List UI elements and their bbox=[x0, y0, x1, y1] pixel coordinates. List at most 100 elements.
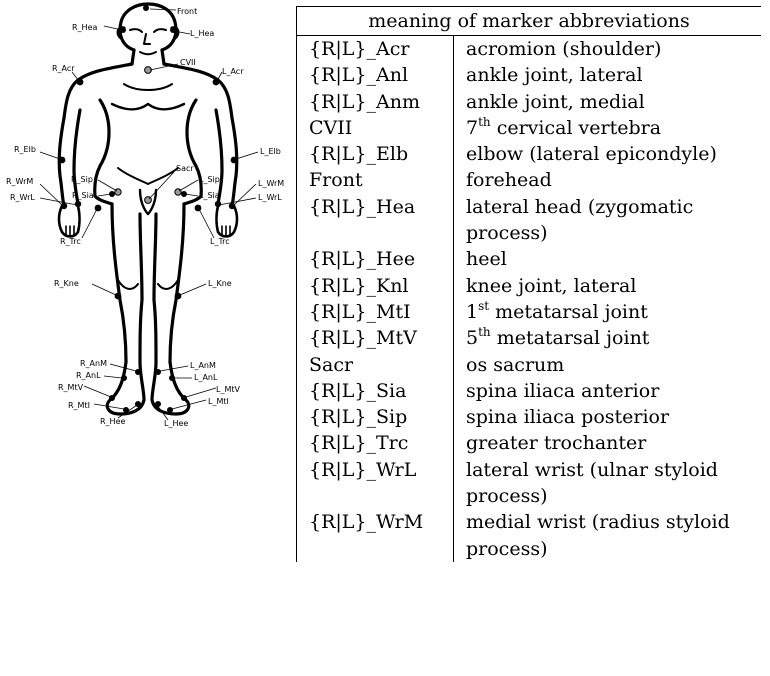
meaning-cell: knee joint, lateral bbox=[454, 273, 762, 299]
label-r-elb: R_Elb bbox=[14, 145, 36, 154]
label-l-wrl: L_WrL bbox=[258, 193, 282, 202]
abbreviation-cell: Sacr bbox=[297, 352, 454, 378]
meaning-cell: 1st metatarsal joint bbox=[454, 299, 762, 325]
abbreviation-cell: {R|L}_MtI bbox=[297, 299, 454, 325]
marker-l-wrm bbox=[229, 203, 235, 209]
marker-front bbox=[143, 5, 149, 11]
ordinal-number: 7 bbox=[466, 117, 478, 139]
table-header-row: meaning of marker abbreviations bbox=[297, 7, 762, 36]
meaning-cell: 7th cervical vertebra bbox=[454, 115, 762, 141]
abbreviation-table: meaning of marker abbreviations {R|L}_Ac… bbox=[296, 6, 761, 562]
abbreviation-cell: {R|L}_Anm bbox=[297, 89, 454, 115]
abbreviation-cell: Front bbox=[297, 167, 454, 193]
label-l-kne: L_Kne bbox=[208, 279, 232, 288]
ordinal-number: 5 bbox=[466, 327, 478, 349]
marker-l-elb bbox=[231, 157, 238, 164]
marker-l-mtv bbox=[181, 395, 187, 401]
label-r-wrm: R_WrM bbox=[6, 177, 33, 186]
body-marker-figure: Front R_Hea L_Hea CVII R_Acr L_Acr R_Elb… bbox=[0, 0, 296, 440]
meaning-text: metatarsal joint bbox=[491, 327, 650, 349]
label-r-trc: R_Trc bbox=[60, 237, 81, 246]
meaning-cell: os sacrum bbox=[454, 352, 762, 378]
abbreviation-cell: {R|L}_MtV bbox=[297, 325, 454, 351]
body-silhouette bbox=[59, 4, 237, 414]
marker-l-sip bbox=[175, 189, 181, 195]
label-r-anm: R_AnM bbox=[80, 359, 107, 368]
marker-l-trc bbox=[195, 205, 202, 212]
meaning-cell: spina iliaca anterior bbox=[454, 378, 762, 404]
meaning-cell: greater trochanter bbox=[454, 430, 762, 456]
abbreviation-cell: {R|L}_Elb bbox=[297, 141, 454, 167]
label-front: Front bbox=[177, 7, 197, 16]
label-r-sia: R_Sia bbox=[72, 191, 94, 200]
abbreviation-cell: CVII bbox=[297, 115, 454, 141]
label-cvii: CVII bbox=[180, 58, 196, 67]
abbreviation-cell: {R|L}_Anl bbox=[297, 62, 454, 88]
label-l-hee: L_Hee bbox=[164, 419, 188, 428]
label-l-mtv: L_MtV bbox=[216, 385, 240, 394]
meaning-cell: spina iliaca posterior bbox=[454, 404, 762, 430]
meaning-cell: medial wrist (radius styloid process) bbox=[454, 509, 762, 562]
abbreviation-cell: {R|L}_Acr bbox=[297, 36, 454, 63]
meaning-cell: elbow (lateral epicondyle) bbox=[454, 141, 762, 167]
abbreviation-cell: {R|L}_WrL bbox=[297, 457, 454, 510]
label-l-mti: L_MtI bbox=[208, 397, 229, 406]
label-l-hea: L_Hea bbox=[190, 29, 214, 38]
label-l-anm: L_AnM bbox=[190, 361, 216, 370]
abbreviation-cell: {R|L}_Hee bbox=[297, 246, 454, 272]
meaning-cell: 5th metatarsal joint bbox=[454, 325, 762, 351]
marker-l-kne bbox=[175, 293, 182, 300]
label-r-mti: R_MtI bbox=[68, 401, 90, 410]
abbreviation-cell: {R|L}_Knl bbox=[297, 273, 454, 299]
ordinal-suffix: th bbox=[478, 115, 491, 129]
marker-r-sip bbox=[115, 189, 121, 195]
marker-r-mtv bbox=[109, 395, 115, 401]
abbreviation-cell: {R|L}_WrM bbox=[297, 509, 454, 562]
ordinal-suffix: st bbox=[478, 299, 489, 313]
marker-r-wrm bbox=[61, 203, 67, 209]
meaning-text: cervical vertebra bbox=[491, 117, 661, 139]
meaning-text: metatarsal joint bbox=[489, 301, 648, 323]
abbreviation-cell: {R|L}_Sia bbox=[297, 378, 454, 404]
meaning-cell: heel bbox=[454, 246, 762, 272]
label-l-trc: L_Trc bbox=[210, 237, 230, 246]
meaning-cell: lateral head (zygomatic process) bbox=[454, 194, 762, 247]
meaning-cell: acromion (shoulder) bbox=[454, 36, 762, 63]
abbreviation-cell: {R|L}_Sip bbox=[297, 404, 454, 430]
marker-r-wrl bbox=[75, 201, 81, 207]
meaning-cell: lateral wrist (ulnar styloid process) bbox=[454, 457, 762, 510]
marker-dots bbox=[59, 5, 238, 413]
marker-l-mti bbox=[167, 407, 173, 413]
label-l-anl: L_AnL bbox=[194, 373, 218, 382]
label-r-sip: R_Sip bbox=[71, 175, 93, 184]
label-l-wrm: L_WrM bbox=[258, 179, 284, 188]
marker-l-hea bbox=[170, 27, 176, 33]
meaning-cell: forehead bbox=[454, 167, 762, 193]
label-r-wrl: R_WrL bbox=[10, 193, 35, 202]
label-sacr: Sacr bbox=[176, 164, 194, 173]
table-header: meaning of marker abbreviations bbox=[297, 7, 762, 36]
label-l-sip: L_Sip bbox=[199, 175, 220, 184]
meaning-cell: ankle joint, medial bbox=[454, 89, 762, 115]
ordinal-number: 1 bbox=[466, 301, 478, 323]
label-r-kne: R_Kne bbox=[54, 279, 79, 288]
abbreviation-table-container: meaning of marker abbreviations {R|L}_Ac… bbox=[296, 6, 770, 562]
marker-r-anm bbox=[135, 369, 141, 375]
marker-l-anm bbox=[155, 369, 161, 375]
